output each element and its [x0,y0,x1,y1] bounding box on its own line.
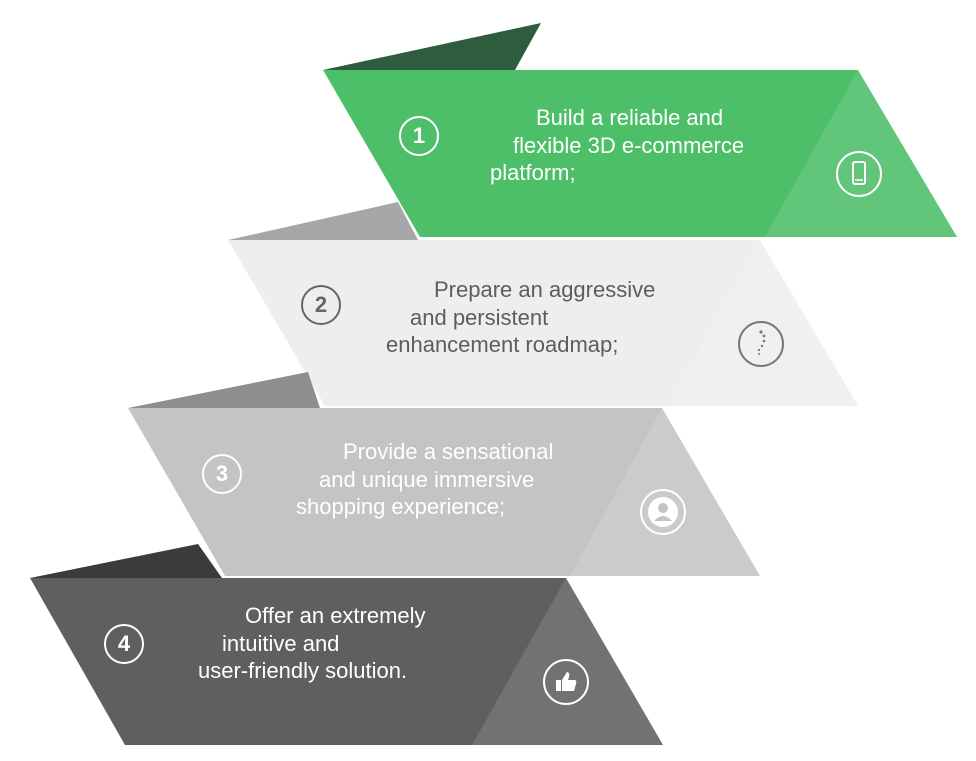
step-number-4: 4 [104,624,144,664]
step-1-line-3: platform; [490,160,576,185]
step-3-band [128,408,760,576]
step-2-line-3: enhancement roadmap; [386,332,619,357]
step-3-line-3: shopping experience; [296,494,506,519]
step-1-line-1: Build a reliable and [536,105,724,130]
step-1-tab [323,23,541,70]
step-number-3: 3 [202,454,242,494]
step-number-2: 2 [301,285,341,325]
step-4-line-1: Offer an extremely [245,603,426,628]
step-3-tab [128,372,320,408]
step-3-line-2: and unique immersive [319,466,535,492]
step-4-line-2: intuitive and [222,630,340,656]
step-2-tab [228,202,418,240]
smartphone-icon [836,151,882,197]
step-number-2-text: 2 [314,292,328,317]
step-1-band [323,70,957,237]
step-1-line-2: flexible 3D e-commerce [513,132,745,158]
step-number-1-text: 1 [412,123,426,148]
step-number-4-text: 4 [117,631,131,656]
step-4-line-3: user-friendly solution. [198,658,408,683]
step-3-line-1: Provide a sensational [343,439,554,464]
loading-spinner-icon [738,321,784,367]
step-2-band [228,240,858,406]
user-icon [640,489,686,535]
thumbs-up-icon [543,659,589,705]
step-4-tab [30,544,222,578]
step-2-line-2: and persistent [410,304,549,330]
step-2-line-1: Prepare an aggressive [434,277,656,302]
step-4-band [30,578,663,745]
step-number-1: 1 [399,116,439,156]
step-number-3-text: 3 [215,461,229,486]
